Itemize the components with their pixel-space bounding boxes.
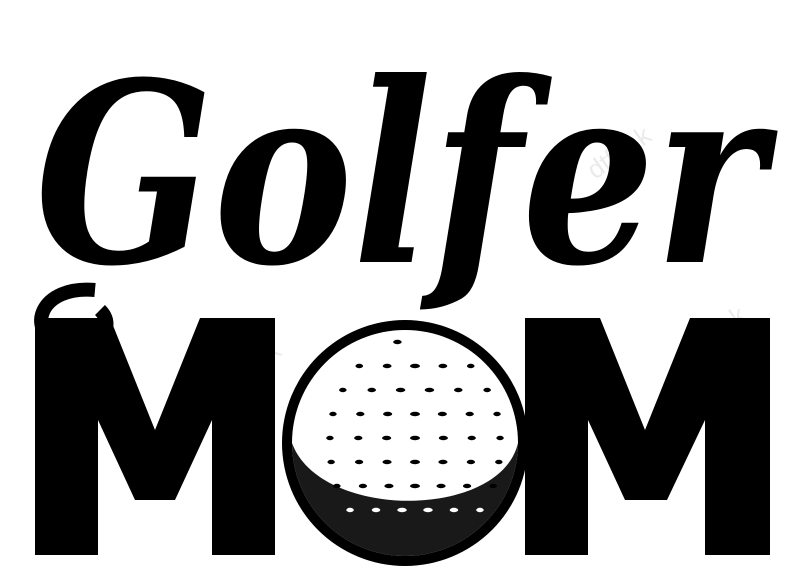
golf-ball-dimple	[438, 459, 448, 465]
golf-ball-dimple	[466, 363, 475, 369]
golf-ball-dimple	[346, 507, 354, 513]
golf-ball-dimple	[327, 459, 335, 465]
golf-ball-dimple	[466, 459, 476, 465]
golf-ball-dimple	[355, 363, 364, 369]
golf-ball-dimple	[410, 435, 420, 441]
golf-ball-dimple	[397, 507, 407, 513]
golf-ball-dimple	[465, 411, 474, 417]
golf-ball-dimple	[424, 387, 435, 393]
letter-m-right: M	[0, 0, 770, 555]
golf-ball-dimple	[393, 339, 402, 345]
golf-ball-dimple	[395, 387, 406, 393]
golf-ball-dimple	[329, 411, 337, 417]
golf-ball-dimple	[489, 483, 497, 489]
golf-ball-dimple	[493, 411, 501, 417]
golf-ball-dimple	[354, 435, 363, 441]
golf-ball-dimple	[382, 459, 392, 465]
golf-ball-dimple	[333, 483, 341, 489]
golf-ball-icon	[282, 320, 528, 566]
golf-ball-dimple	[382, 435, 392, 441]
golf-ball-dimple	[382, 363, 392, 369]
golf-ball-dimple	[476, 507, 484, 513]
golf-ball-dimple	[467, 435, 476, 441]
golf-ball-dimple	[438, 363, 448, 369]
golf-ball-dimple	[410, 363, 420, 369]
golf-ball-dimple	[436, 483, 446, 489]
golf-ball-dimple	[356, 411, 365, 417]
svg-text:M: M	[0, 0, 1, 1]
golf-ball-dimple	[449, 507, 459, 513]
golf-ball-dimple	[384, 483, 394, 489]
golf-ball-dimple	[410, 411, 420, 417]
golf-ball-dimple	[483, 387, 491, 393]
golf-ball-dimple	[438, 435, 448, 441]
golf-ball-dimple	[462, 483, 472, 489]
golf-ball-dimple	[410, 459, 420, 465]
golf-ball-dimple	[339, 387, 347, 393]
golf-ball-dimple	[383, 411, 393, 417]
svg-text:M: M	[0, 0, 1, 1]
golf-ball-dimple	[495, 459, 503, 465]
golf-ball-dimple	[326, 435, 334, 441]
golf-ball-dimple	[437, 411, 447, 417]
script-word-golfer: Golfer	[35, 27, 778, 321]
letter-m-left: M	[0, 0, 275, 555]
golf-ball-dimple	[371, 507, 381, 513]
golf-ball-dimple	[358, 483, 368, 489]
golf-ball-dimple	[454, 387, 463, 393]
golf-ball-dimple	[423, 507, 433, 513]
golf-ball-dimple	[367, 387, 376, 393]
golf-ball-dimple	[354, 459, 364, 465]
golf-ball-dimple	[410, 483, 420, 489]
golf-ball-dimple	[496, 435, 504, 441]
